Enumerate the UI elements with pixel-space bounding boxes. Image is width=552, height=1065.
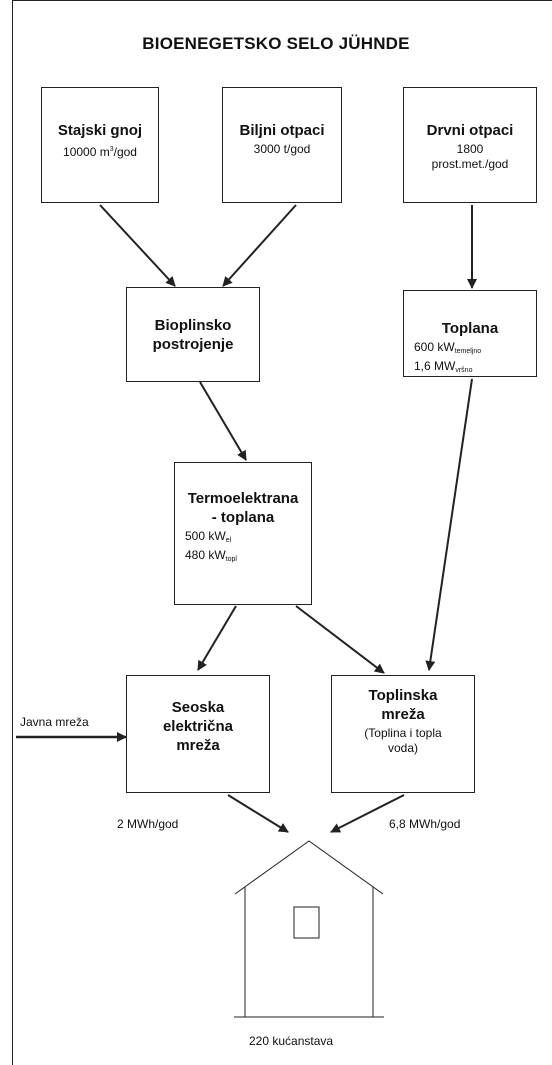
box-bioplinsko-postrojenje: Bioplinsko postrojenje	[126, 287, 260, 382]
toplinska-line1: Toplinska	[368, 687, 438, 704]
toplinska-line2: mreža	[381, 706, 425, 723]
box-toplinska-mreza: Toplinska mreža (Toplina i topla voda)	[331, 675, 475, 793]
box-drvni-otpaci: Drvni otpaci 1800 prost.met./god	[403, 87, 537, 203]
termoelektrana-electric-power: 500 kWel	[185, 529, 232, 544]
arrow-stajski-to-bioplinsko	[99, 204, 176, 287]
arrow-termoelektrana-to-seoska	[197, 605, 237, 671]
biljni-otpaci-title: Biljni otpaci	[239, 122, 325, 139]
drvni-otpaci-line1: 1800	[456, 142, 484, 156]
arrow-bioplinsko-to-termoelektrana	[199, 381, 247, 461]
toplana-base-load: 600 kWtemeljno	[414, 340, 482, 355]
arrow-toplana-to-toplinska	[425, 378, 473, 671]
diagram-title: BIOENEGETSKO SELO JÜHNDE	[142, 34, 410, 53]
toplana-peak-load: 1,6 MWvršno	[414, 359, 473, 374]
frame-left-border	[12, 0, 13, 1065]
frame-top-border	[12, 0, 552, 1]
drvni-otpaci-line2: prost.met./god	[431, 157, 509, 171]
arrow-toplinska-to-house	[330, 794, 405, 833]
toplana-title: Toplana	[441, 320, 499, 337]
box-seoska-elektricna-mreza: Seoska električna mreža	[126, 675, 270, 793]
house-icon	[234, 840, 384, 1018]
bioplinsko-line1: Bioplinsko	[154, 317, 232, 334]
box-toplana: Toplana 600 kWtemeljno 1,6 MWvršno	[403, 290, 537, 377]
termoelektrana-heat-power: 480 kWtopl	[185, 548, 237, 563]
stajski-gnoj-title: Stajski gnoj	[57, 122, 143, 139]
arrow-termoelektrana-to-toplinska	[295, 605, 385, 674]
box-termoelektrana-toplana: Termoelektrana - toplana 500 kWel 480 kW…	[174, 462, 312, 605]
termoelektrana-line1: Termoelektrana	[187, 490, 299, 507]
label-electric-flow: 2 MWh/god	[117, 817, 179, 831]
arrow-seoska-to-house	[227, 794, 289, 833]
bioplinsko-line2: postrojenje	[152, 336, 234, 353]
seoska-line3: mreža	[176, 737, 220, 754]
box-biljni-otpaci: Biljni otpaci 3000 t/god	[222, 87, 342, 203]
label-heat-flow: 6,8 MWh/god	[389, 817, 461, 831]
seoska-line1: Seoska	[171, 699, 225, 716]
seoska-line2: električna	[162, 718, 234, 735]
stajski-gnoj-amount: 10000 m3/god	[63, 145, 137, 159]
toplinska-line3: (Toplina i topla	[364, 726, 442, 740]
label-javna-mreza: Javna mreža	[20, 715, 89, 729]
biljni-otpaci-amount: 3000 t/god	[253, 142, 311, 156]
label-households: 220 kućanstava	[249, 1034, 334, 1048]
box-stajski-gnoj: Stajski gnoj 10000 m3/god	[41, 87, 159, 203]
toplinska-line4: voda)	[387, 741, 419, 755]
termoelektrana-line2: - toplana	[211, 509, 275, 526]
drvni-otpaci-title: Drvni otpaci	[426, 122, 514, 139]
arrow-biljni-to-bioplinsko	[222, 204, 297, 287]
